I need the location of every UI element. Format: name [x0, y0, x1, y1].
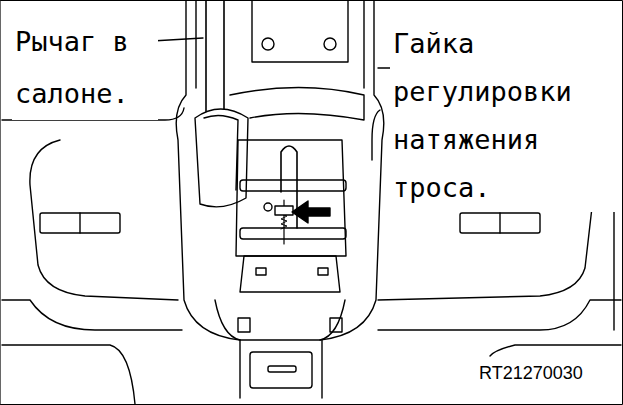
lever-boot [195, 109, 248, 207]
lever [206, 0, 224, 112]
mount-plate [240, 256, 340, 292]
bolt [324, 38, 336, 50]
floor-contour [378, 300, 621, 330]
console-cover [230, 88, 364, 121]
slot [268, 366, 296, 372]
bolt [262, 38, 274, 50]
rod [240, 180, 346, 191]
floor-contour [372, 110, 380, 160]
bolt-hole [256, 268, 266, 275]
clip [330, 318, 342, 332]
thread [281, 214, 287, 229]
clip [238, 318, 250, 332]
bracket [252, 0, 348, 62]
console-wall [196, 0, 364, 88]
console-wall [320, 0, 384, 340]
rod [240, 228, 346, 239]
lever-boot [204, 115, 238, 190]
adjusting-nut [275, 206, 293, 215]
seat-rail [460, 213, 540, 233]
direction-arrow [292, 201, 330, 223]
console-front [240, 340, 322, 398]
floor-contour [2, 345, 135, 404]
slot-cover [250, 352, 312, 388]
callout-label: Гайка регулировки натяжения троса. [390, 20, 618, 212]
seat-rail [40, 213, 120, 233]
base-plate [236, 140, 346, 256]
seat-contour [30, 140, 178, 300]
figure-code: RT21270030 [476, 362, 586, 384]
seat-rail [79, 213, 80, 233]
callout-label: Рычаг в салоне. [12, 16, 158, 120]
console-front [215, 300, 345, 340]
floor-contour [2, 300, 182, 330]
bolt [264, 203, 272, 211]
bolt-hole [318, 268, 328, 275]
floor-contour [490, 345, 621, 356]
seat-rail [499, 213, 500, 233]
